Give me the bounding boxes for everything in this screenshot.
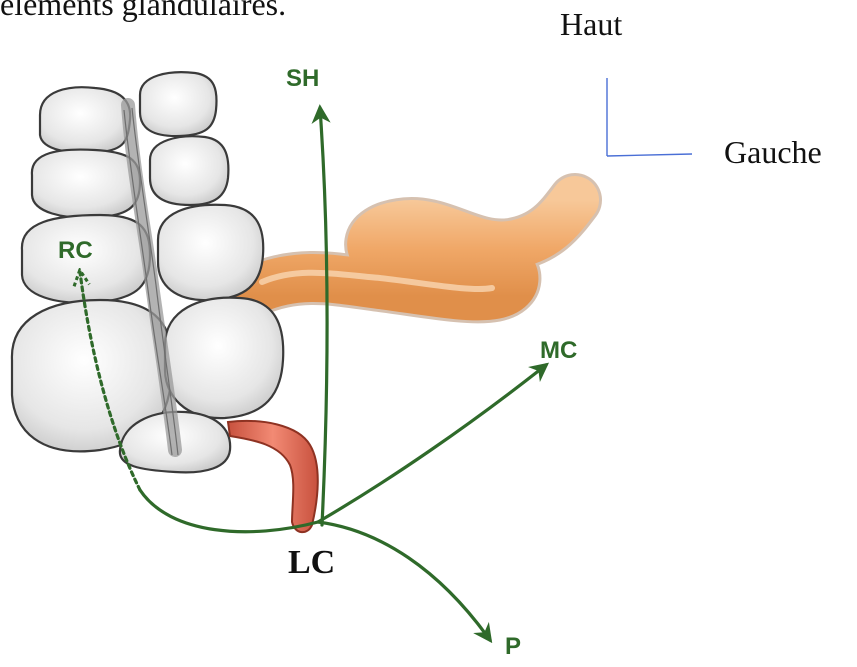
- caption-fragment: éléments glandulaires.: [0, 0, 286, 23]
- arrow-sh: [320, 108, 327, 525]
- label-mc: MC: [540, 337, 577, 364]
- orientation-up-label: Haut: [560, 6, 622, 43]
- haustrum: [165, 298, 283, 418]
- label-p: P: [505, 633, 521, 660]
- haustrum: [158, 205, 263, 300]
- haustrum: [150, 136, 228, 205]
- orientation-axes: [607, 78, 692, 156]
- haustrum: [40, 87, 130, 153]
- haustrum: [140, 72, 217, 136]
- orientation-left-label: Gauche: [724, 134, 822, 171]
- label-rc: RC: [58, 237, 93, 264]
- label-sh: SH: [286, 65, 319, 92]
- haustrum: [32, 150, 140, 218]
- arrow-p: [318, 522, 490, 640]
- appendix: [228, 421, 318, 532]
- origin-label-lc: LC: [288, 544, 335, 582]
- arrow-mc: [318, 365, 546, 522]
- arrow-rc-solid: [140, 490, 318, 532]
- ileum: [255, 200, 575, 296]
